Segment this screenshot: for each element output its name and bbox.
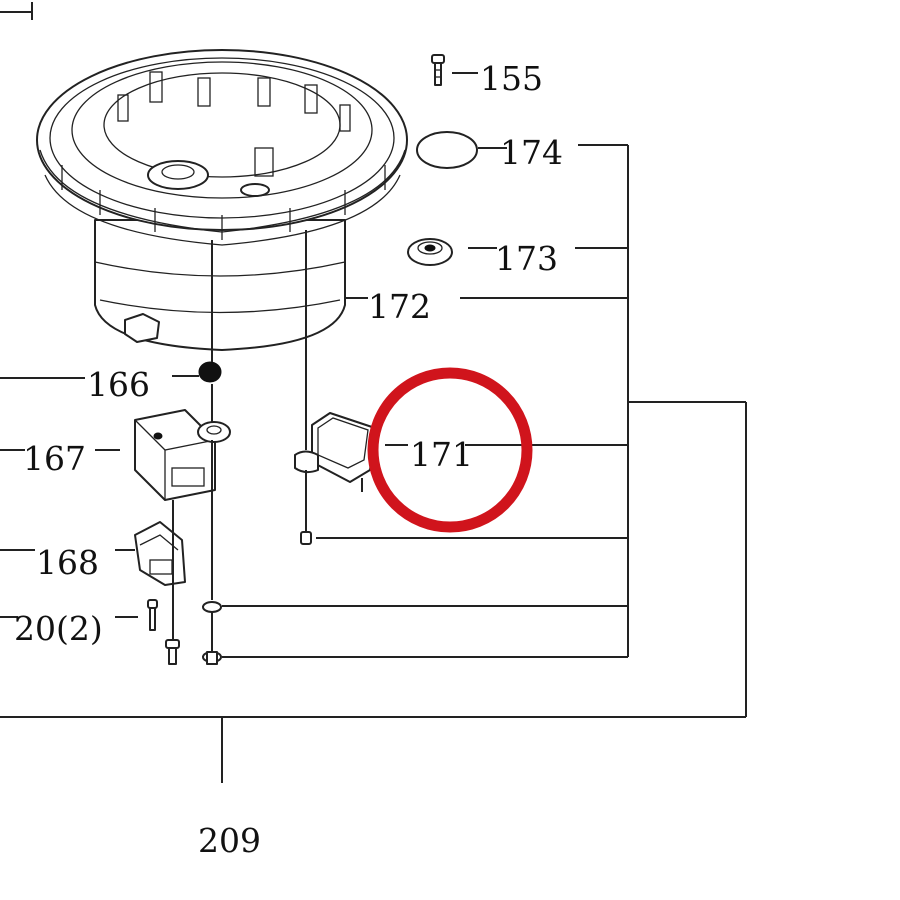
part-172-housing: [36, 49, 408, 351]
callout-168: 168: [36, 543, 99, 582]
part-167-bracket: [134, 409, 231, 501]
callout-166: 166: [87, 365, 150, 404]
callout-172: 172: [368, 287, 431, 326]
part-173-grommet: [407, 238, 453, 266]
part-20-screws: [147, 500, 180, 665]
part-166-fastener: [198, 240, 222, 425]
callout-20: 20(2): [14, 609, 103, 648]
leader-lines: [0, 72, 747, 783]
highlight-circle: [367, 367, 533, 533]
part-174-o-ring: [416, 131, 478, 169]
part-168-connector: [134, 521, 186, 586]
callout-155: 155: [480, 59, 543, 98]
callout-171: 171: [410, 435, 473, 474]
part-155-screw: [431, 54, 445, 86]
washer-stack: [202, 440, 222, 665]
callout-174: 174: [500, 133, 563, 172]
frame-corner-mark: [0, 2, 33, 20]
callout-167: 167: [23, 439, 86, 478]
callout-209: 209: [198, 821, 261, 860]
callout-173: 173: [495, 239, 558, 278]
